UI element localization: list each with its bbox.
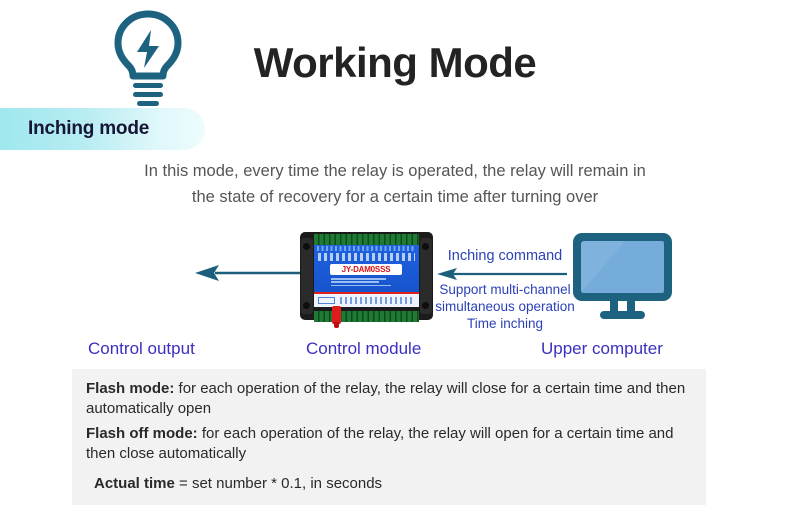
caption-control-module: Control module <box>306 339 422 358</box>
module-red-connector <box>332 306 341 328</box>
module-mount-ear-left <box>301 238 313 314</box>
pcb-model-label: JY-DAM0SSS <box>330 264 402 275</box>
module-terminal-block-top <box>314 234 419 245</box>
note-flash-off-mode-text: for each operation of the relay, the rel… <box>86 425 674 462</box>
inching-command-label: Inching command <box>447 248 563 264</box>
mode-badge-label: Inching mode <box>28 118 150 139</box>
pcb-component-row <box>318 253 415 261</box>
lightbulb-lightning-icon <box>110 8 186 106</box>
pcb-model-text: JY-DAM0SSS <box>341 264 391 274</box>
caption-control-output: Control output <box>88 339 195 358</box>
arrow-left-icon-module-to-output <box>195 262 307 284</box>
page-title: Working Mode <box>253 39 537 86</box>
note-flash-mode: Flash mode: for each operation of the re… <box>86 379 692 419</box>
module-terminal-block-bottom <box>314 311 419 322</box>
diagram-captions: Control output Control module Upper comp… <box>0 339 790 363</box>
notes-box: Flash mode: for each operation of the re… <box>72 369 706 505</box>
pcb-spec-lines <box>331 278 401 292</box>
mode-badge: Inching mode <box>0 108 205 150</box>
mode-description: In this mode, every time the relay is op… <box>95 158 695 210</box>
support-line-2: simultaneous operation <box>435 299 575 314</box>
note-flash-mode-text: for each operation of the relay, the rel… <box>86 380 686 417</box>
description-line-1: In this mode, every time the relay is op… <box>144 162 646 180</box>
desktop-monitor-icon <box>570 230 675 322</box>
relay-control-module-icon: JY-DAM0SSS <box>300 232 433 328</box>
note-actual-time-term: Actual time <box>94 475 175 492</box>
arrow-left-icon-computer-to-module <box>437 266 567 282</box>
description-line-2: the state of recovery for a certain time… <box>191 188 599 206</box>
note-flash-mode-term: Flash mode: <box>86 380 175 397</box>
support-line-1: Support multi-channel <box>439 282 571 297</box>
support-line-3: Time inching <box>466 316 544 331</box>
module-mount-ear-right <box>420 238 432 314</box>
module-pcb: JY-DAM0SSS <box>314 245 419 307</box>
pcb-pin-row <box>317 246 416 251</box>
pcb-bottom-panel <box>314 294 419 307</box>
caption-upper-computer: Upper computer <box>541 339 663 358</box>
note-actual-time-text: = set number * 0.1, in seconds <box>174 475 383 492</box>
pcb-red-stripe <box>314 292 419 294</box>
note-actual-time: Actual time = set number * 0.1, in secon… <box>86 474 692 494</box>
note-flash-off-mode: Flash off mode: for each operation of th… <box>86 424 692 464</box>
support-feature-lines: Support multi-channel simultaneous opera… <box>420 281 590 332</box>
note-flash-off-mode-term: Flash off mode: <box>86 425 198 442</box>
